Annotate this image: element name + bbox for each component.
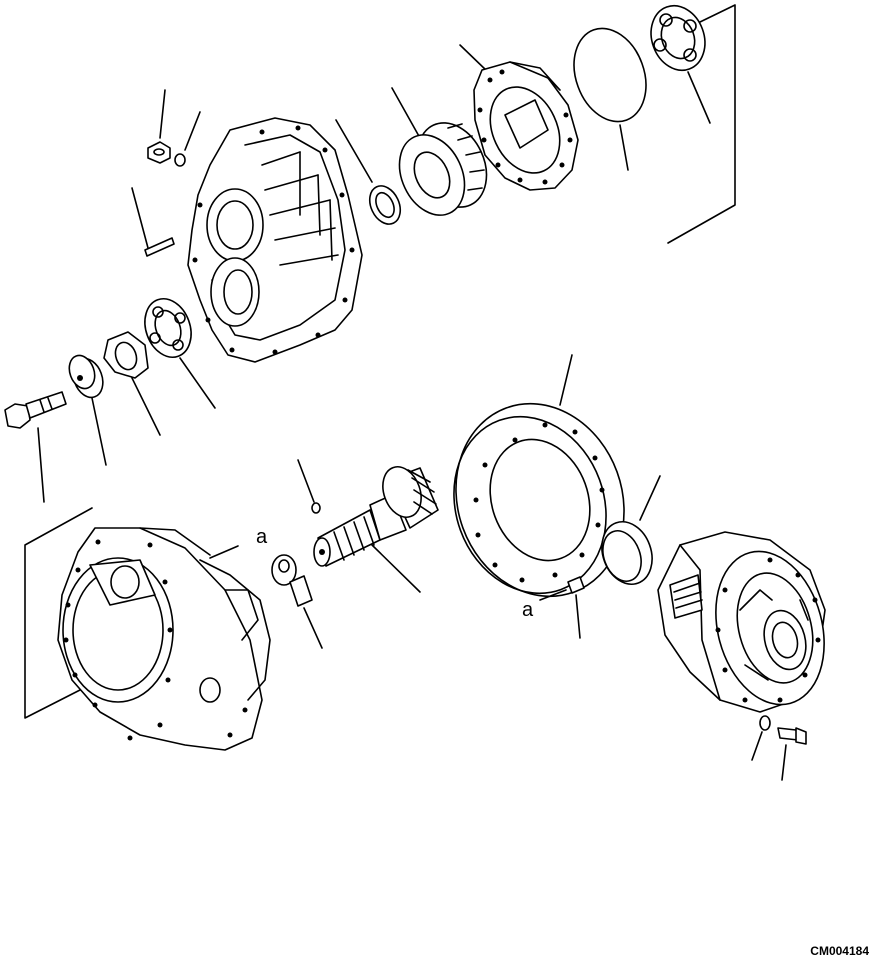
differential-case [57, 527, 271, 751]
callout-a-left: a [209, 526, 268, 559]
callout-mark: a [522, 599, 534, 621]
spacer-washer [68, 354, 107, 466]
lock-nut [103, 331, 161, 436]
pinion-shaft [313, 466, 439, 593]
lower-group-bracket [24, 507, 93, 719]
mounting-bolt [777, 727, 807, 781]
drawing-code: CM004184 [810, 944, 869, 958]
o-ring [174, 111, 201, 167]
spring-washer [751, 715, 771, 761]
knock-pin: a [522, 576, 585, 639]
lock-pin [297, 459, 321, 514]
differential-assembly [657, 531, 826, 713]
bearing-race [601, 475, 661, 585]
lock-plate [271, 554, 323, 649]
dowel-pin [131, 187, 175, 257]
roller-bearing-lower [144, 298, 216, 409]
bolt-with-washer [147, 89, 171, 164]
needle-bearing [335, 119, 402, 225]
ring-gear [453, 354, 625, 598]
roller-bearing-outer [650, 4, 711, 124]
hex-bolt [4, 391, 67, 503]
top-case-cover [187, 117, 363, 363]
taper-roller-bearing [391, 87, 488, 216]
upper-group-bracket [667, 4, 736, 244]
callout-mark: a [256, 526, 268, 548]
o-ring-large [573, 27, 647, 171]
bearing-cage [459, 44, 579, 191]
